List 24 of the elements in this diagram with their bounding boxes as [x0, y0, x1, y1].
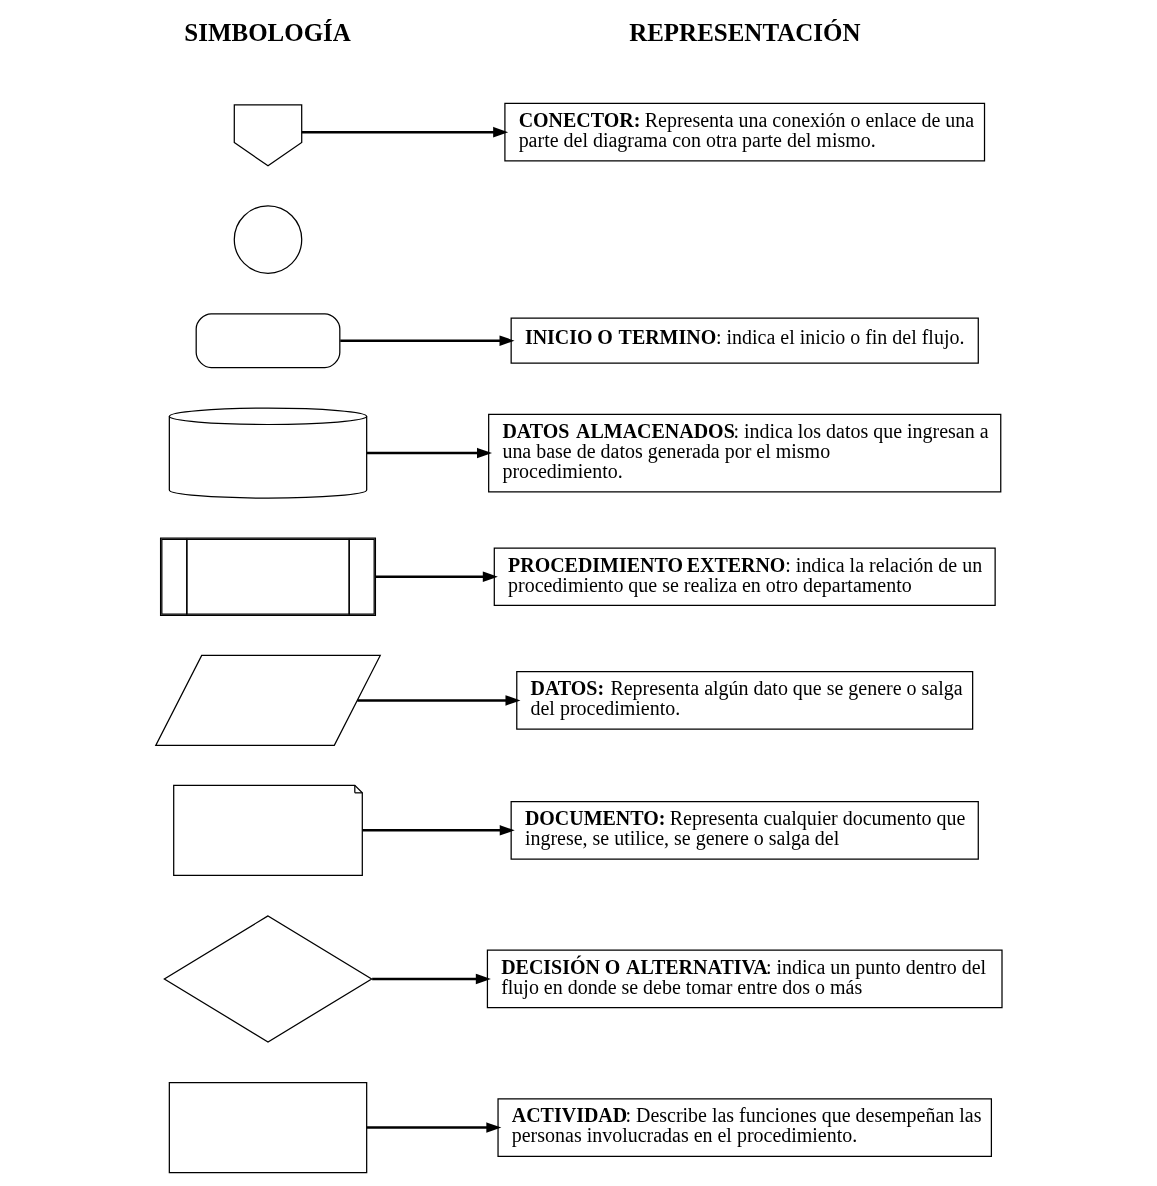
arrow: [371, 973, 491, 985]
node-box: DOCUMENTO: Representa cualquier documento que ingrese, se utilice, se genere o salga del: [510, 800, 979, 860]
node-diamond: [162, 915, 373, 1043]
node-box: DECISIÓN O ALTERNATIVA: indica un punto dentro del flujo en donde se debe tomar entre dos o más: [486, 949, 1003, 1009]
node-box: [168, 1081, 367, 1174]
label: SIMBOLOGÍA: [183, 18, 351, 46]
arrow: [356, 695, 520, 706]
node-box: INICIO O TERMINO: indica el inicio o fin del flujo.: [510, 317, 979, 364]
arrow: [301, 126, 508, 138]
node-box: PROCEDIMIENTO EXTERNO: indica la relación de un procedimiento que se realiza en otro departamento: [493, 547, 996, 607]
label: REPRESENTACIÓN: [628, 18, 860, 46]
node-pentagon: [233, 104, 302, 167]
node-box: CONECTOR: Representa una conexión o enlace de una parte del diagrama con otra parte del mismo.: [503, 102, 985, 162]
arrow: [366, 1122, 501, 1133]
node-box: ACTIVIDAD: Describe las funciones que desempeñan las personas involucradas en el procedimiento.: [496, 1098, 992, 1157]
arrow: [361, 825, 515, 836]
arrow: [339, 335, 515, 346]
node-parallelogram: [154, 654, 381, 746]
node-box: DATOS: Representa algún dato que se genere o salga del procedimiento.: [515, 671, 973, 730]
node-terminal: [195, 313, 340, 369]
arrow: [375, 571, 498, 583]
node-box: DATOS ALMACENADOS: indica los datos que ingresan a una base de datos generada por el mismo procedimiento.: [487, 413, 1001, 493]
arrow: [366, 447, 492, 459]
node-circle: [233, 205, 302, 274]
